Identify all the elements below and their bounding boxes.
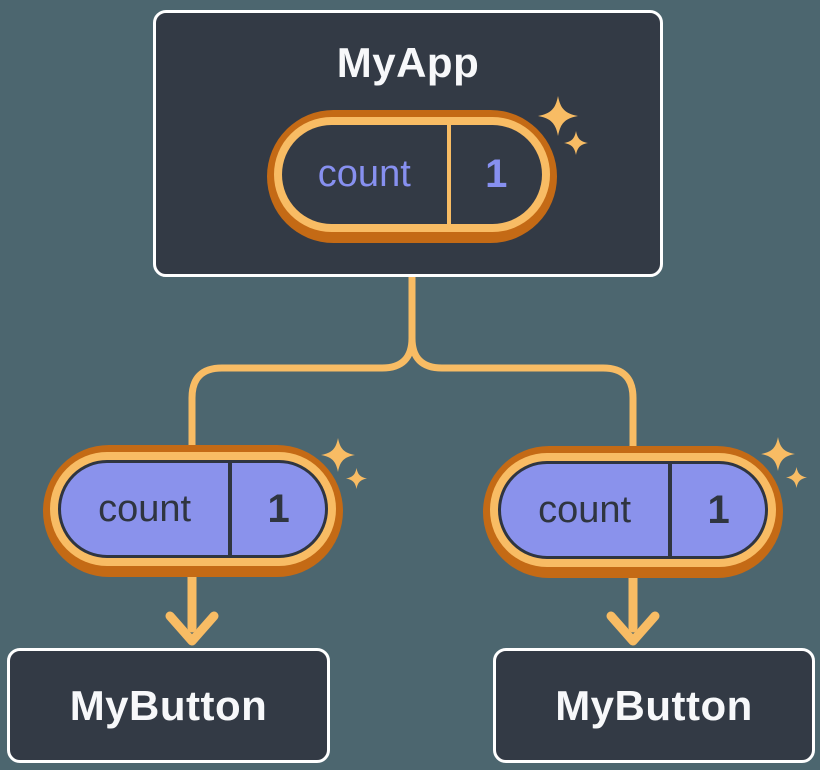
- branch-left-line: [188, 273, 416, 456]
- prop-label: count: [538, 488, 632, 531]
- sparkle-icon: [761, 437, 795, 471]
- sparkle-icon: [786, 467, 807, 488]
- sparkle-icon: [564, 131, 588, 155]
- prop-pill-ring: count 1: [490, 453, 776, 567]
- component-title-myapp: MyApp: [336, 39, 480, 86]
- state-pill-core: count 1: [282, 125, 542, 224]
- prop-pill-right: count 1: [483, 446, 783, 578]
- sparkle-icon: [538, 96, 578, 136]
- prop-pill-core: count 1: [58, 460, 328, 558]
- sparkle-icon: [346, 468, 367, 489]
- component-title-mybutton-left: MyButton: [69, 681, 268, 729]
- prop-pill-ring: count 1: [50, 452, 336, 566]
- arrow-left-head: [165, 611, 219, 646]
- component-node-mybutton-left: MyButton: [7, 648, 330, 763]
- state-value: 1: [446, 125, 542, 224]
- component-node-mybutton-right: MyButton: [493, 648, 815, 763]
- prop-pill-left: count 1: [43, 445, 343, 577]
- state-pill-myapp: count 1: [267, 110, 557, 243]
- prop-pill-core: count 1: [498, 461, 768, 559]
- branch-right-line: [408, 334, 637, 456]
- sparkle-icon: [321, 438, 355, 472]
- prop-value: 1: [228, 463, 325, 555]
- prop-value: 1: [668, 464, 765, 556]
- component-title-mybutton-right: MyButton: [555, 681, 753, 729]
- arrow-right-head: [606, 611, 660, 646]
- prop-label: count: [98, 487, 192, 530]
- state-pill-ring: count 1: [274, 117, 550, 232]
- state-label: count: [317, 153, 411, 195]
